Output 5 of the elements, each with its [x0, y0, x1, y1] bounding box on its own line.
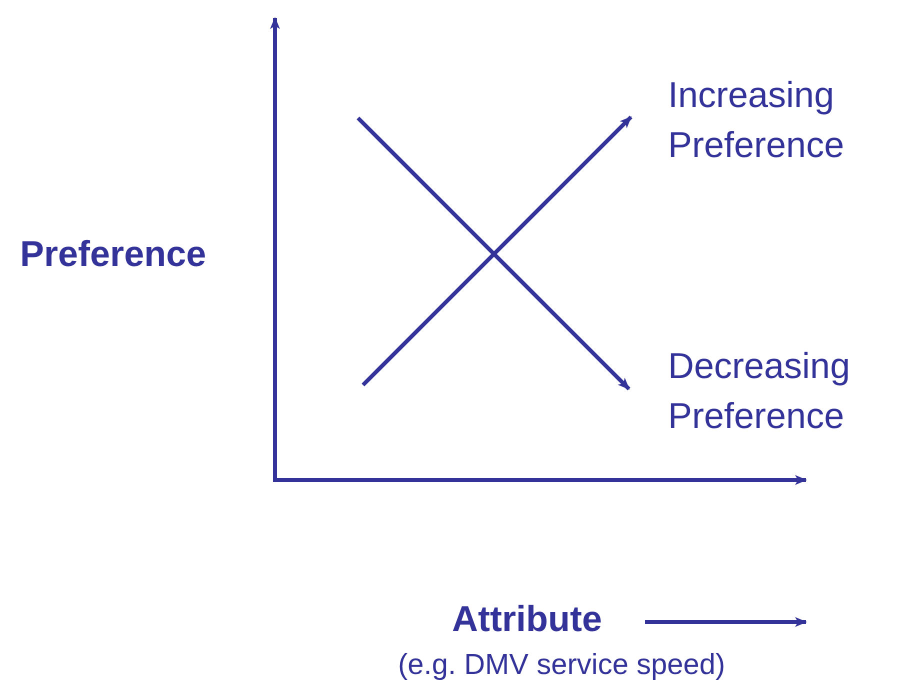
curve-label: Decreasing Preference — [630, 341, 890, 441]
axis-label: Attribute — [452, 597, 602, 640]
curve-label: Increasing Preference — [632, 70, 882, 170]
axis-label: Preference — [20, 232, 206, 276]
axis-note: (e.g. DMV service speed) — [398, 648, 726, 683]
